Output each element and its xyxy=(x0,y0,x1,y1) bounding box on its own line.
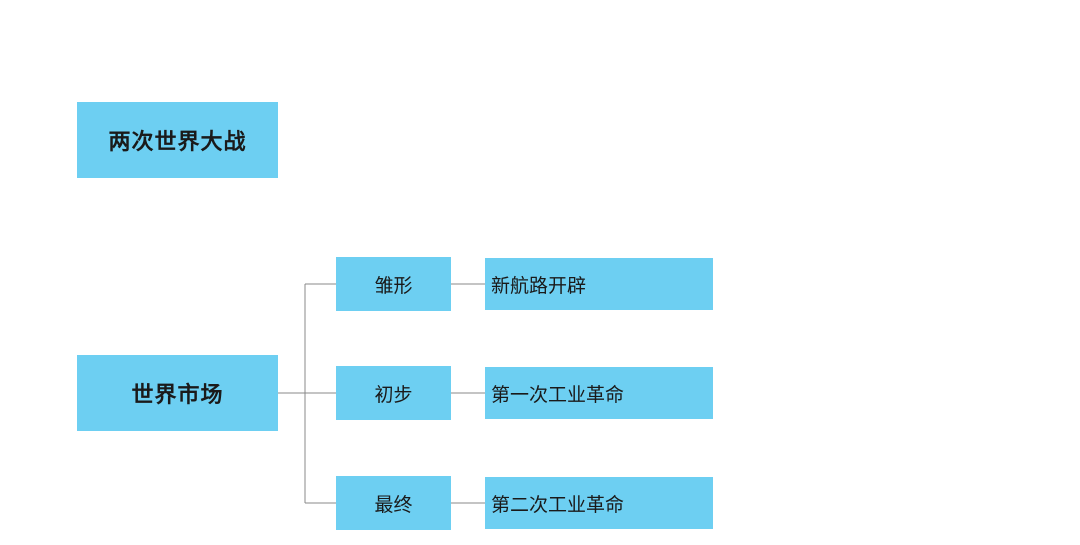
world-market-root-box: 世界市场 xyxy=(77,355,278,431)
stage-label: 初步 xyxy=(374,383,413,406)
stage-final-box: 最终 xyxy=(336,476,451,530)
world-market-label: 世界市场 xyxy=(131,383,224,408)
detail-label: 第二次工业革命 xyxy=(491,493,625,516)
stage-embryonic-box: 雏形 xyxy=(336,257,451,311)
world-wars-label: 两次世界大战 xyxy=(108,130,247,155)
detail-second-industrial-revolution-box: 第二次工业革命 xyxy=(485,477,713,529)
stage-initial-box: 初步 xyxy=(336,366,451,420)
world-wars-box: 两次世界大战 xyxy=(77,102,278,178)
detail-label: 第一次工业革命 xyxy=(491,383,625,406)
stage-label: 雏形 xyxy=(374,274,413,297)
detail-new-sea-routes-box: 新航路开辟 xyxy=(485,258,713,310)
stage-label: 最终 xyxy=(374,493,413,516)
detail-label: 新航路开辟 xyxy=(491,274,587,297)
detail-first-industrial-revolution-box: 第一次工业革命 xyxy=(485,367,713,419)
